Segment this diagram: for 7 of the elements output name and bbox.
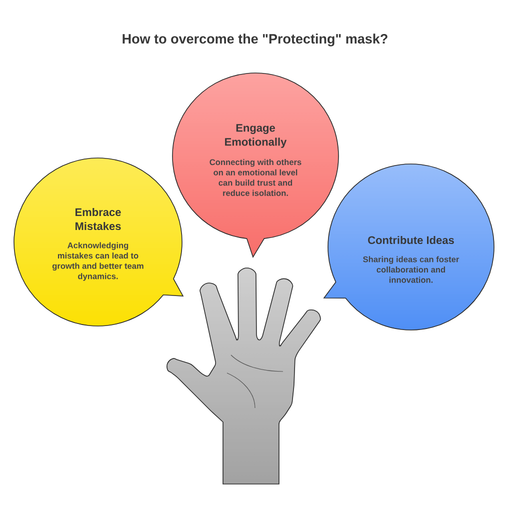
bubble-text: Acknowledging mistakes can lead to growth and better team dynamics. xyxy=(52,242,144,281)
bubble-heading: Embrace Mistakes xyxy=(76,208,121,230)
bubble-heading: Contribute Ideas xyxy=(368,236,454,244)
bubble-heading: Engage Emotionally xyxy=(225,124,287,148)
title: How to overcome the "Protecting" mask? xyxy=(122,34,388,46)
bubble-text: Connecting with others on an emotional level can build trust and reduce isolation. xyxy=(210,159,302,196)
bubble-text: Sharing ideas can foster collaboration and innovation. xyxy=(363,256,460,283)
